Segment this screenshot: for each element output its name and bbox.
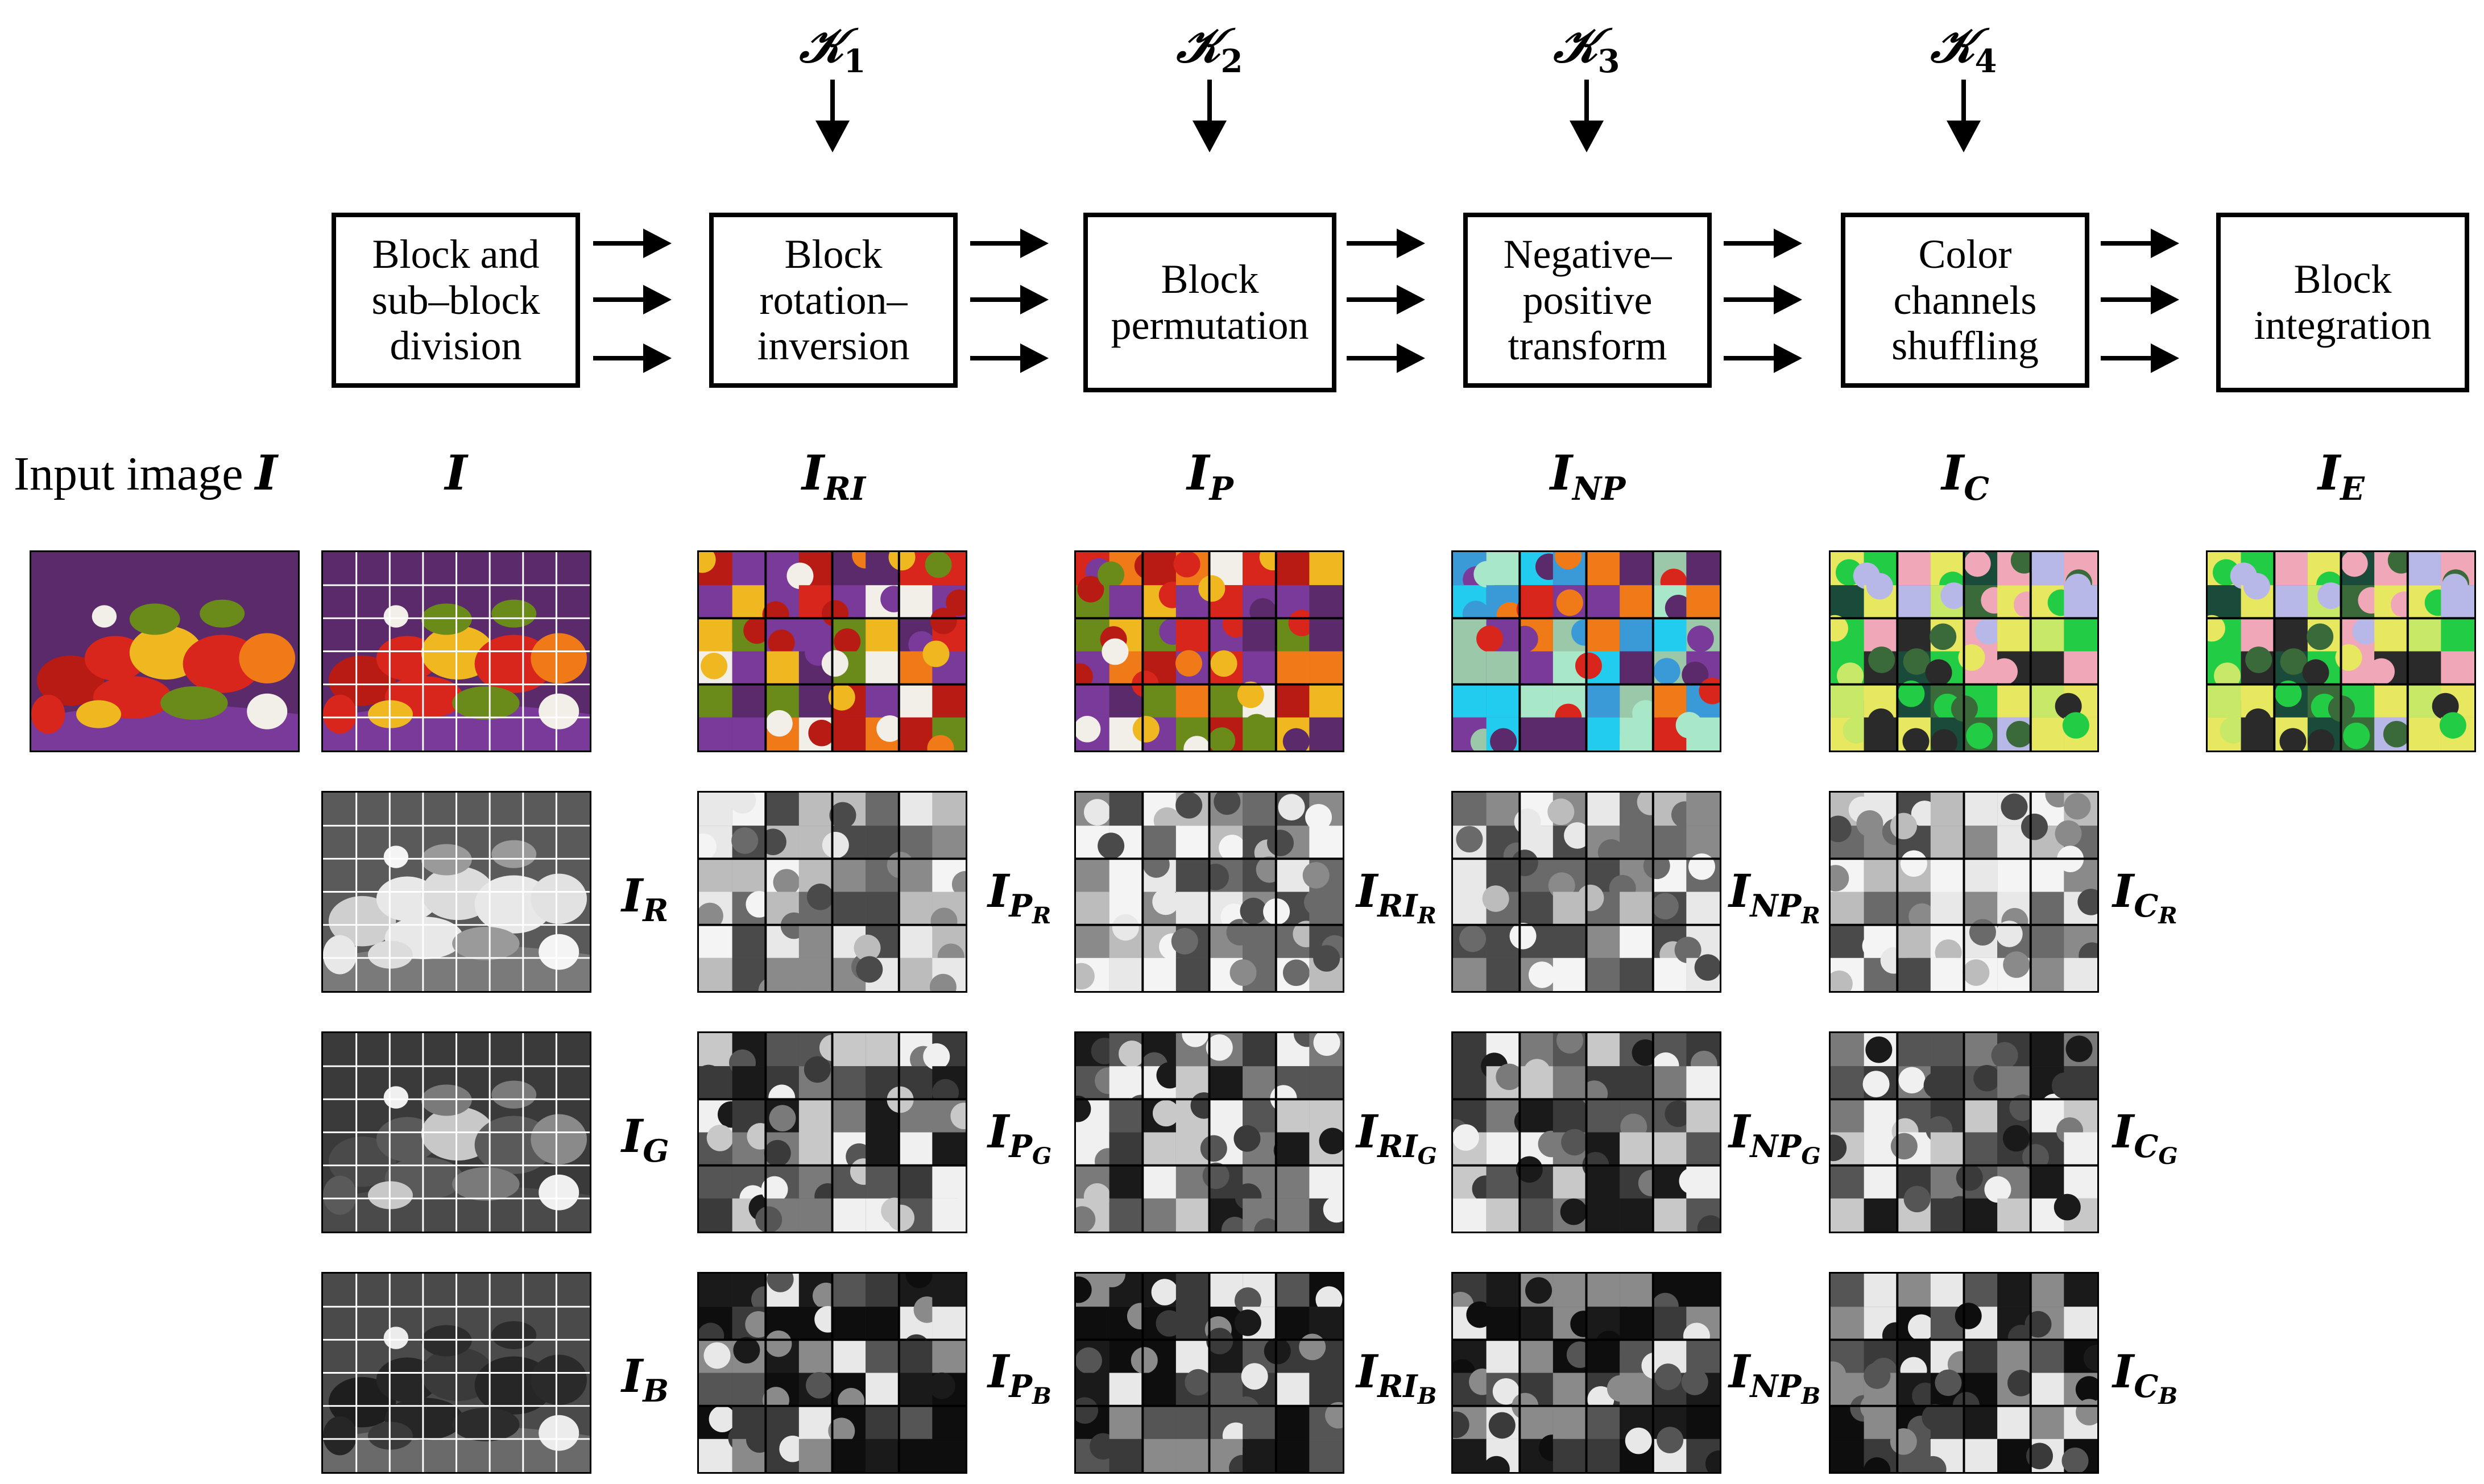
header-I: I (445, 445, 467, 501)
image-I-NP-R (1451, 791, 1721, 993)
flow-arrow-shaft (970, 356, 1022, 360)
label-I-C-G: ICG (2113, 1105, 2178, 1170)
header-I-RI: IRI (801, 445, 866, 508)
label-I-R: IR (622, 869, 669, 928)
label-I-B: IB (622, 1349, 669, 1409)
image-I-RI-B (697, 1272, 967, 1474)
key-2-arrow-head (1193, 121, 1227, 152)
stage-negative-positive: Negative– positive transform (1463, 213, 1712, 388)
flow-arrow-head (1397, 343, 1425, 373)
flow-arrow-shaft (2101, 241, 2153, 246)
input-image (30, 550, 300, 752)
label-I-NP-R: INPR (1729, 864, 1820, 929)
image-I-NP-G (1451, 1031, 1721, 1233)
stage-color-shuffling: Color channels shuffling (1841, 213, 2089, 388)
image-I-P (1074, 550, 1344, 752)
header-I-E: IE (2318, 445, 2365, 508)
flow-arrow-head (1020, 343, 1049, 373)
flow-arrow-shaft (593, 297, 645, 302)
label-I-NP-G: INPG (1729, 1105, 1821, 1170)
key-4-arrow-shaft (1961, 80, 1966, 125)
header-I-C: IC (1941, 445, 1989, 508)
flow-arrow-head (1020, 229, 1049, 258)
key-2-arrow-shaft (1207, 80, 1212, 125)
label-I-NP-B: INPB (1729, 1345, 1821, 1410)
label-I-RI-B: IRIB (1356, 1345, 1437, 1410)
key-1-arrow-head (815, 121, 850, 152)
flow-arrow-shaft (970, 297, 1022, 302)
header-I-NP: INP (1550, 445, 1626, 508)
flow-arrow-shaft (1724, 241, 1776, 246)
flow-arrow-head (1397, 285, 1425, 314)
image-I-divided (321, 550, 591, 752)
header-I-P: IP (1187, 445, 1233, 508)
flow-arrow-shaft (593, 241, 645, 246)
flow-arrow-shaft (2101, 297, 2153, 302)
stage-permutation: Block permutation (1083, 213, 1336, 392)
image-I-C (1829, 550, 2099, 752)
flow-arrow-shaft (1347, 356, 1399, 360)
image-I-G (321, 1031, 591, 1233)
label-I-C-B: ICB (2113, 1345, 2178, 1410)
key-3-label: 𝒦3 (1553, 17, 1620, 80)
flow-arrow-head (643, 343, 672, 373)
flow-arrow-shaft (1724, 297, 1776, 302)
label-I-P-B: IPB (988, 1345, 1051, 1410)
flow-arrow-shaft (1347, 297, 1399, 302)
flow-arrow-head (1774, 229, 1802, 258)
image-I-RI-G (697, 1031, 967, 1233)
flow-arrow-shaft (970, 241, 1022, 246)
key-3-arrow-head (1570, 121, 1604, 152)
image-I-P-B (1074, 1272, 1344, 1474)
flow-arrow-head (643, 285, 672, 314)
key-2-label: 𝒦2 (1176, 17, 1243, 80)
label-I-RI-G: IRIG (1356, 1105, 1437, 1170)
flow-arrow-shaft (1724, 356, 1776, 360)
image-I-RI-R (697, 791, 967, 993)
flow-arrow-head (1774, 285, 1802, 314)
image-I-C-R (1829, 791, 2099, 993)
flow-arrow-head (2151, 285, 2179, 314)
label-I-RI-R: IRIR (1356, 864, 1436, 929)
key-4-label: 𝒦4 (1930, 17, 1997, 80)
image-I-R (321, 791, 591, 993)
key-1-label: 𝒦1 (799, 17, 866, 80)
image-I-P-R (1074, 791, 1344, 993)
flow-arrow-head (1020, 285, 1049, 314)
flow-arrow-shaft (1347, 241, 1399, 246)
image-I-E (2206, 550, 2476, 752)
stage-block-division: Block and sub–block division (332, 213, 580, 388)
input-image-label: Input image I (14, 445, 278, 501)
flow-arrow-head (2151, 343, 2179, 373)
flow-arrow-shaft (2101, 356, 2153, 360)
image-I-C-G (1829, 1031, 2099, 1233)
key-1-arrow-shaft (830, 80, 835, 125)
stage-block-integration: Block integration (2216, 213, 2469, 392)
label-I-C-R: ICR (2113, 864, 2177, 929)
image-I-NP-B (1451, 1272, 1721, 1474)
flow-arrow-shaft (593, 356, 645, 360)
flow-arrow-head (1397, 229, 1425, 258)
image-I-NP (1451, 550, 1721, 752)
image-I-P-G (1074, 1031, 1344, 1233)
image-I-C-B (1829, 1272, 2099, 1474)
label-I-G: IG (622, 1109, 669, 1169)
key-3-arrow-shaft (1584, 80, 1589, 125)
flow-arrow-head (1774, 343, 1802, 373)
image-I-RI (697, 550, 967, 752)
image-I-B (321, 1272, 591, 1474)
flow-arrow-head (643, 229, 672, 258)
flow-arrow-head (2151, 229, 2179, 258)
label-I-P-R: IPR (988, 864, 1051, 929)
label-I-P-G: IPG (988, 1105, 1052, 1170)
key-4-arrow-head (1947, 121, 1981, 152)
stage-rotation-inversion: Block rotation–inversion (709, 213, 958, 388)
